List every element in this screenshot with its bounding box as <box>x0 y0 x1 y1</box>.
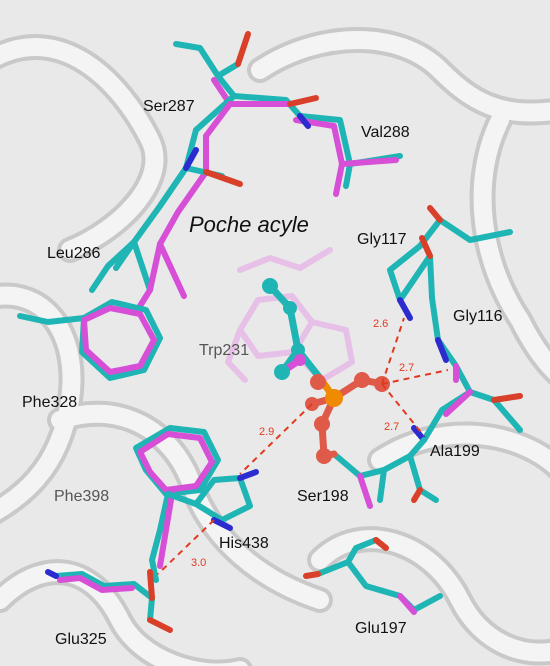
phe328-sticks <box>17 299 163 381</box>
label-phe328: Phe328 <box>22 394 78 411</box>
leu286-sticks <box>89 127 243 309</box>
glu325-sticks <box>45 569 173 633</box>
phe398-sticks <box>133 425 221 497</box>
hydrogen-bonds <box>157 317 449 575</box>
hbond-4 <box>239 403 313 475</box>
hbond-1 <box>381 317 405 385</box>
label-ser287: Ser287 <box>143 98 195 115</box>
distance-label-2: 2.7 <box>399 362 415 374</box>
ser287-val288-sticks <box>173 31 403 197</box>
label-his438: His438 <box>219 535 269 552</box>
label-gly116: Gly116 <box>453 308 503 325</box>
gly117-gly116-sticks <box>387 205 513 369</box>
label-trp231: Trp231 <box>199 342 250 359</box>
label-ser198: Ser198 <box>297 488 349 505</box>
distance-label-1: 2.6 <box>373 318 389 330</box>
protein-ribbons <box>0 27 550 666</box>
distance-label-3: 2.7 <box>384 421 400 433</box>
label-poche-acyle: Poche acyle <box>189 212 309 237</box>
hbond-2 <box>381 369 449 385</box>
label-val288: Val288 <box>361 124 410 141</box>
label-gly117: Gly117 <box>357 231 407 248</box>
label-ala199: Ala199 <box>430 443 480 460</box>
his438-sticks <box>149 469 259 583</box>
label-glu197: Glu197 <box>355 620 407 637</box>
label-leu286: Leu286 <box>47 245 101 262</box>
label-glu325: Glu325 <box>55 631 107 648</box>
ala199-sticks <box>411 363 523 443</box>
hbond-3 <box>381 383 425 437</box>
distance-label-4: 2.9 <box>259 426 275 438</box>
label-phe398: Phe398 <box>54 488 110 505</box>
hbond-5 <box>157 519 215 575</box>
glu197-sticks <box>303 537 443 615</box>
ligand <box>262 278 390 464</box>
distance-label-5: 3.0 <box>191 557 207 569</box>
ser198-sticks <box>331 437 439 509</box>
